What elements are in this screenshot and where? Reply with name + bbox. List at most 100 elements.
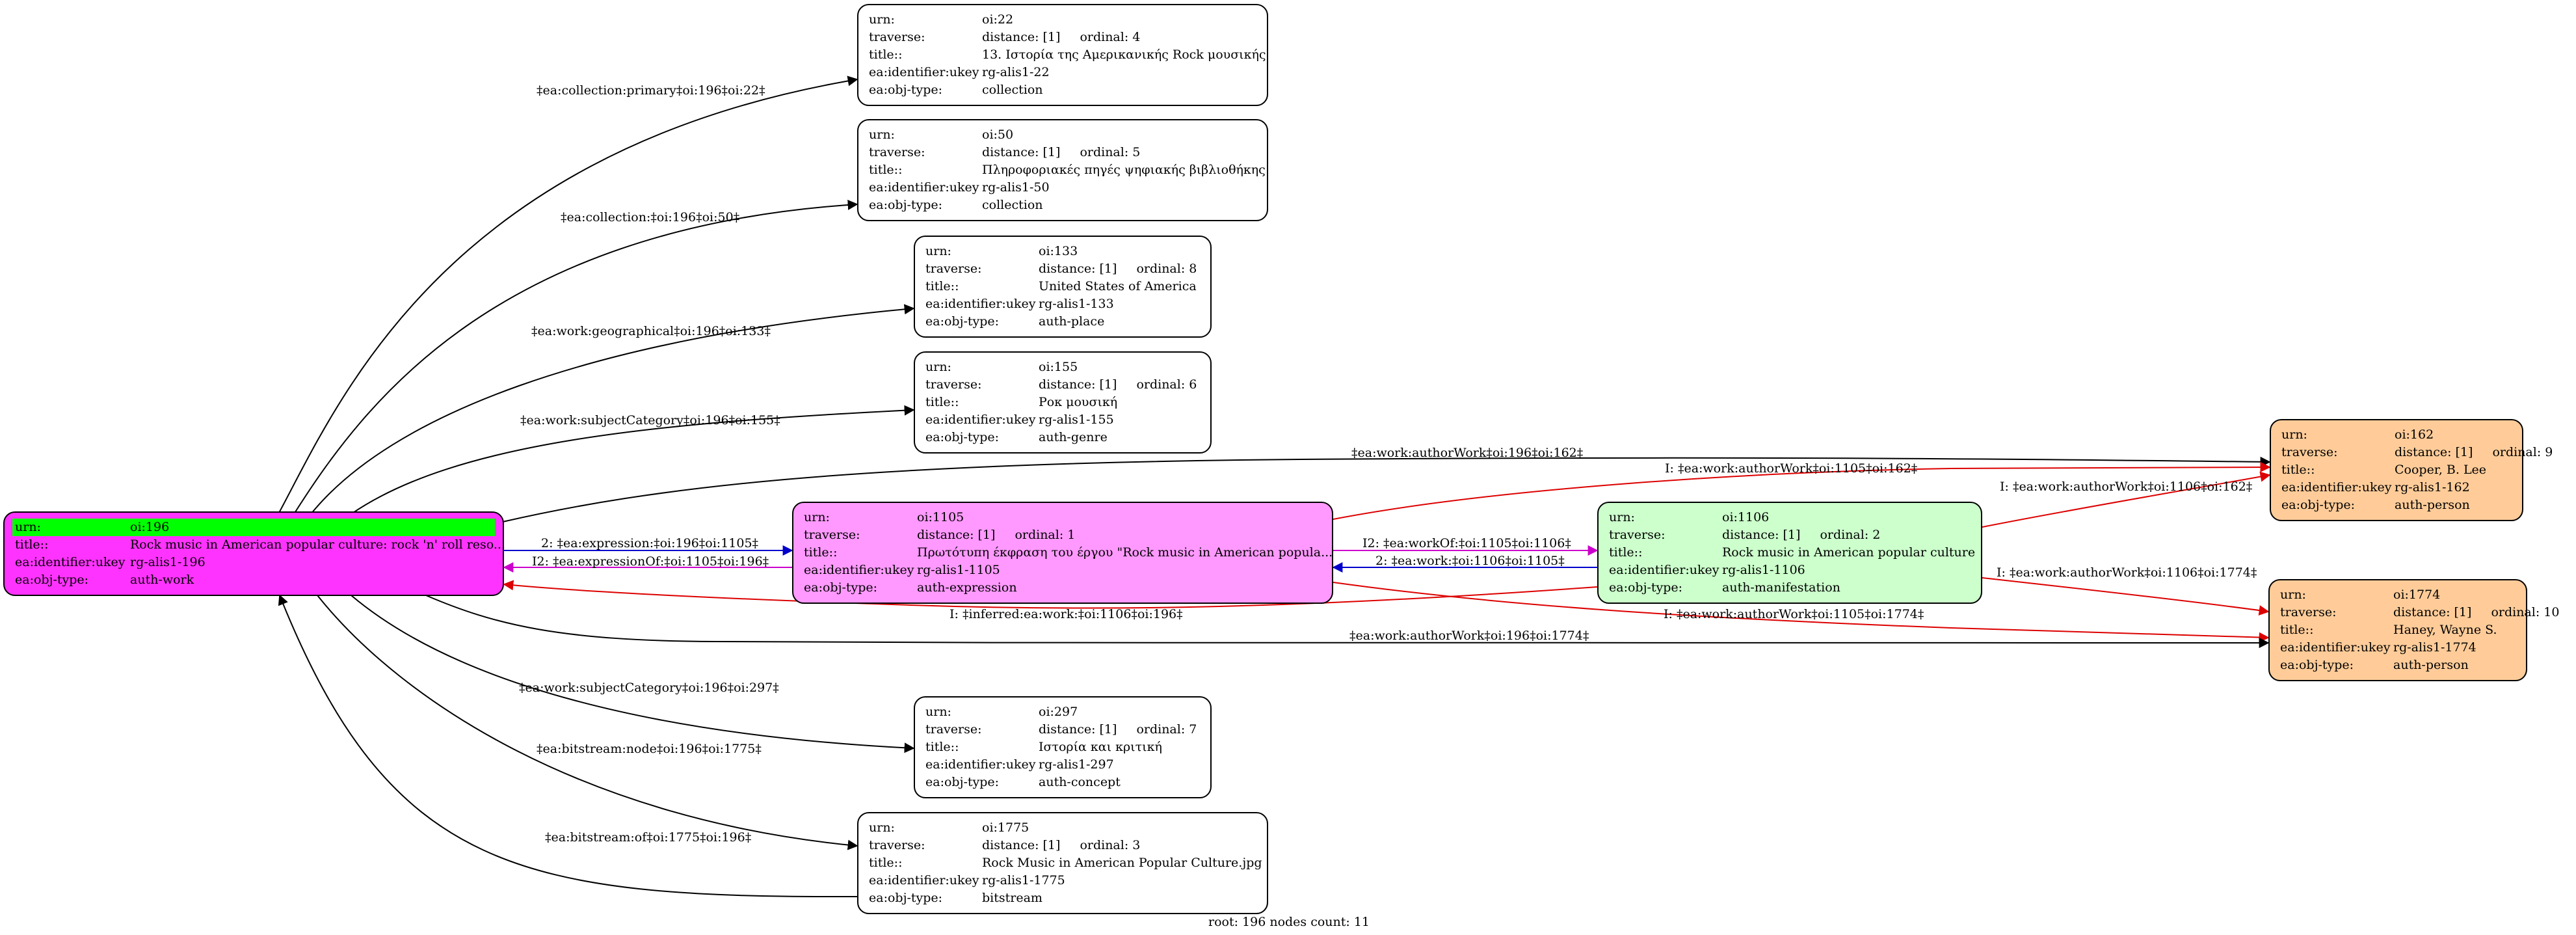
- edge-label: ‡ea:bitstream:node‡oi:196‡oi:1775‡: [537, 742, 762, 756]
- field-value: ordinal: 8: [1136, 262, 1197, 276]
- field-value: rg-alis1-1774: [2393, 640, 2476, 655]
- field-value: oi:1105: [917, 510, 964, 524]
- field-value: Rock music in American popular culture: [1722, 545, 1976, 560]
- field-key: ea:identifier:ukey: [869, 65, 979, 79]
- field-value: oi:196: [130, 520, 170, 534]
- field-value: rg-alis1-133: [1039, 297, 1114, 311]
- field-key: title::: [869, 856, 903, 870]
- field-key: ea:obj-type:: [2280, 658, 2354, 672]
- field-value: auth-person: [2393, 658, 2469, 672]
- field-key: ea:obj-type:: [804, 580, 878, 595]
- node-133[interactable]: urn:oi:133 traverse:distance: [1]ordinal…: [914, 236, 1212, 338]
- field-value: 13. Ιστορία της Αμερικανικής Rock μουσικ…: [982, 47, 1266, 62]
- field-value: auth-work: [130, 573, 194, 587]
- field-value: oi:155: [1039, 360, 1078, 374]
- edge-bitstream-1775: ‡ea:bitstream:node‡oi:196‡oi:1775‡: [317, 595, 858, 850]
- field-value: distance: [1] ordinal: 9: [2395, 444, 2553, 461]
- field-key: ea:identifier:ukey: [15, 555, 126, 569]
- field-value: auth-expression: [917, 580, 1017, 595]
- field-value: auth-genre: [1039, 430, 1108, 444]
- field-key: ea:obj-type:: [15, 573, 89, 587]
- edge-author-1774: ‡ea:work:authorWork‡oi:196‡oi:1774‡: [425, 595, 2270, 649]
- edge-label: I: ‡ea:work:authorWork‡oi:1105‡oi:162‡: [1665, 461, 1917, 476]
- field-key: ea:obj-type:: [2281, 498, 2356, 512]
- field-value: Ιστορία και κριτική: [1039, 740, 1162, 754]
- field-key: ea:identifier:ukey: [925, 413, 1036, 427]
- field-key: title::: [869, 47, 903, 62]
- field-value: oi:1775: [982, 820, 1029, 835]
- field-key: traverse:: [2280, 605, 2337, 619]
- field-value: rg-alis1-297: [1039, 757, 1114, 772]
- field-key: title::: [15, 537, 49, 552]
- field-key: urn:: [804, 510, 830, 524]
- field-key: title::: [925, 279, 959, 293]
- field-value: distance: [1]: [2393, 605, 2472, 619]
- node-1775[interactable]: urn:oi:1775 traverse:distance: [1]ordina…: [857, 812, 1268, 914]
- edge-label: ‡ea:work:subjectCategory‡oi:196‡oi:155‡: [520, 413, 780, 427]
- field-key: ea:obj-type:: [869, 198, 943, 212]
- edge-author-162: ‡ea:work:authorWork‡oi:196‡oi:162‡: [502, 446, 2271, 522]
- node-196[interactable]: urn: oi:196 title:: Rock music in Americ…: [3, 511, 505, 596]
- node-297[interactable]: urn:oi:297 traverse:distance: [1]ordinal…: [914, 696, 1212, 798]
- edge-inferred-1106-1774: I: ‡ea:work:authorWork‡oi:1106‡oi:1774‡: [1982, 565, 2270, 616]
- field-key: ea:identifier:ukey: [2281, 480, 2392, 495]
- field-key: traverse:: [804, 528, 860, 542]
- edge-inferred-1105-1774: I: ‡ea:work:authorWork‡oi:1105‡oi:1774‡: [1333, 582, 2270, 643]
- field-value: ordinal: 10: [2491, 605, 2560, 619]
- edge-expression-1105: 2: ‡ea:expression:‡oi:196‡oi:1105‡: [504, 536, 793, 556]
- edge-label: ‡ea:work:geographical‡oi:196‡oi:133‡: [531, 324, 771, 338]
- field-key: urn:: [925, 360, 951, 374]
- field-key: traverse:: [869, 30, 925, 44]
- graph-footer: root: 196 nodes count: 11: [1208, 915, 1370, 929]
- field-key: title::: [804, 545, 838, 560]
- field-value: oi:50: [982, 128, 1014, 142]
- field-key: ea:identifier:ukey: [925, 297, 1036, 311]
- highlight-bar: [12, 519, 495, 536]
- edge-bitstream-of-196: ‡ea:bitstream:of‡oi:1775‡oi:196‡: [278, 594, 858, 898]
- edge-inferred-1105-162: I: ‡ea:work:authorWork‡oi:1105‡oi:162‡: [1333, 461, 2271, 520]
- edge-label: ‡ea:collection:‡oi:196‡oi:50‡: [561, 210, 739, 224]
- field-key: urn:: [1609, 510, 1635, 524]
- edge-inferred-work-196: I: ‡inferred:ea:work:‡oi:1106‡oi:196‡: [503, 580, 1598, 621]
- field-value: Πρωτότυπη έκφραση του έργου "Rock music …: [917, 545, 1333, 560]
- field-key: traverse:: [869, 838, 925, 852]
- field-key: urn:: [925, 244, 951, 258]
- field-value: oi:1774: [2393, 588, 2441, 602]
- field-value: oi:22: [982, 12, 1014, 27]
- field-value: distance: [1]: [982, 838, 1061, 852]
- node-1774[interactable]: urn:oi:1774 traverse:distance: [1]ordina…: [2268, 579, 2559, 681]
- node-50[interactable]: urn:oi:50 traverse:distance: [1]ordinal:…: [857, 119, 1268, 221]
- edge-label: 2: ‡ea:expression:‡oi:196‡oi:1105‡: [541, 536, 758, 550]
- edge-collection-primary-22: ‡ea:collection:primary‡oi:196‡oi:22‡: [278, 75, 858, 515]
- field-value: ordinal: 3: [1080, 838, 1141, 852]
- field-value: distance: [1]ordinal: 7: [1039, 721, 1197, 739]
- field-value: Rock Music in American Popular Culture.j…: [982, 856, 1262, 870]
- edge-label: I: ‡ea:work:authorWork‡oi:1106‡oi:162‡: [2000, 480, 2252, 494]
- edge-inferred-1106-162: I: ‡ea:work:authorWork‡oi:1106‡oi:162‡: [1982, 471, 2271, 528]
- edge-label: I2: ‡ea:workOf:‡oi:1105‡oi:1106‡: [1362, 536, 1571, 550]
- node-1105[interactable]: urn: oi:1105 traverse: distance: [1]ordina…: [792, 502, 1333, 604]
- node-162[interactable]: urn:oi:162 traverse:distance: [1]ordinal…: [2270, 419, 2553, 521]
- field-value: rg-alis1-22: [982, 65, 1050, 79]
- edge-label: I: ‡ea:work:authorWork‡oi:1105‡oi:1774‡: [1664, 607, 1924, 621]
- edge-label: I: ‡inferred:ea:work:‡oi:1106‡oi:196‡: [949, 607, 1183, 621]
- field-value: distance: [1]: [1039, 262, 1117, 276]
- field-value: distance: [1]ordinal: 2: [1722, 526, 1880, 544]
- node-1106[interactable]: urn:oi:1106 traverse:distance: [1]ordina…: [1597, 502, 1982, 604]
- field-value: distance: [1]: [982, 30, 1061, 44]
- field-value: Haney, Wayne S.: [2393, 623, 2497, 637]
- edge-expression-of-196: I2: ‡ea:expressionOf:‡oi:1105‡oi:196‡: [503, 554, 792, 573]
- field-key: ea:identifier:ukey: [869, 180, 979, 195]
- field-key: traverse:: [2281, 445, 2338, 459]
- field-key: traverse:: [869, 145, 925, 159]
- field-value: Ροκ μουσική: [1039, 395, 1118, 409]
- edge-label: ‡ea:work:subjectCategory‡oi:196‡oi:297‡: [519, 681, 779, 695]
- node-155[interactable]: urn:oi:155 traverse:distance: [1]ordinal…: [914, 351, 1212, 454]
- node-22[interactable]: urn:oi:22 traverse:distance: [1]ordinal:…: [857, 4, 1268, 106]
- field-key: ea:obj-type:: [925, 775, 1000, 789]
- field-value: ordinal: 9: [2492, 445, 2553, 459]
- field-key: urn:: [2281, 427, 2307, 442]
- field-value: distance: [1]: [2395, 445, 2473, 459]
- field-value: distance: [1]: [917, 528, 996, 542]
- field-value: distance: [1]ordinal: 1: [917, 526, 1075, 544]
